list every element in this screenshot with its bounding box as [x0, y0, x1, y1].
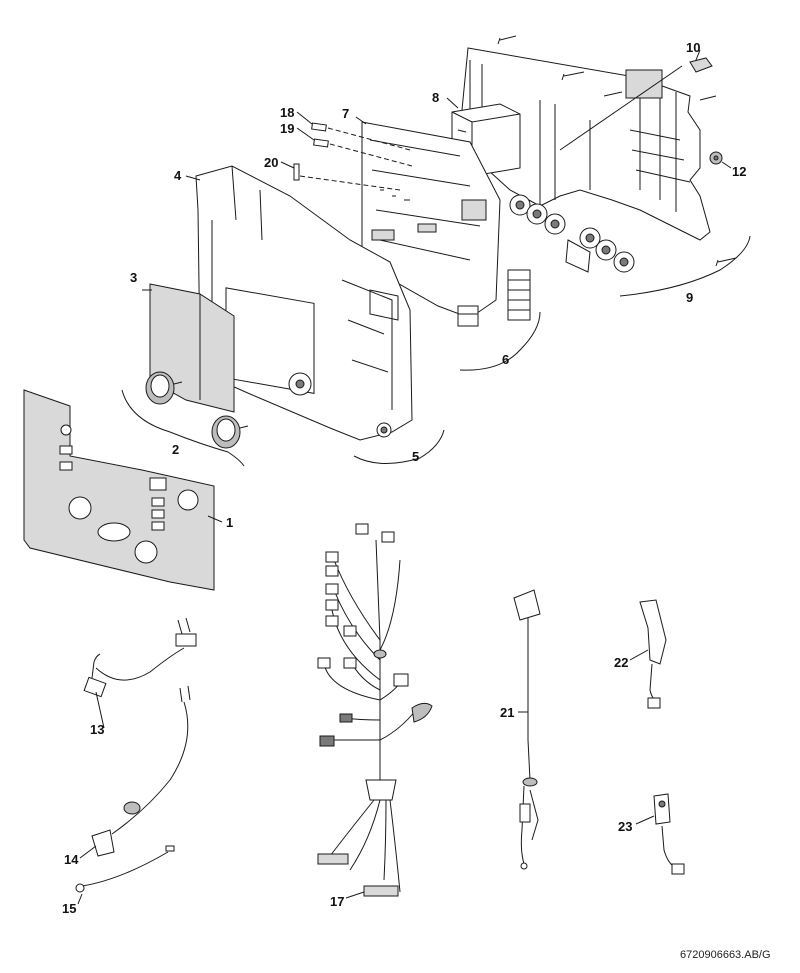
callout-13: 13 — [90, 722, 104, 737]
part-1-front-fascia — [23, 389, 215, 591]
part-10-clip — [559, 57, 713, 151]
bracket-6 — [459, 311, 541, 371]
callout-20: 20 — [264, 155, 278, 170]
bracket-5 — [353, 429, 445, 465]
part-7-circuit-board — [361, 121, 501, 319]
callout-19: 19 — [280, 121, 294, 136]
part-13-cable — [83, 617, 197, 698]
callout-22: 22 — [614, 655, 628, 670]
part-23-sensor — [653, 793, 685, 875]
part-9-rear-bracket — [461, 35, 737, 273]
part-12-grommet — [709, 151, 723, 165]
callout-10: 10 — [686, 40, 700, 55]
callout-17: 17 — [330, 894, 344, 909]
callout-7: 7 — [342, 106, 349, 121]
part-6-terminal-blocks — [457, 269, 531, 327]
part-2-knobs — [145, 371, 249, 449]
callout-8: 8 — [432, 90, 439, 105]
part-14-cable — [91, 685, 191, 857]
bracket-2 — [121, 389, 245, 467]
callout-12: 12 — [732, 164, 746, 179]
callout-18: 18 — [280, 105, 294, 120]
reference-code: 6720906663.AB/G — [680, 949, 771, 961]
callout-9: 9 — [686, 290, 693, 305]
callout-5: 5 — [412, 449, 419, 464]
callout-4: 4 — [174, 168, 182, 183]
bracket-9 — [619, 235, 751, 297]
part-21-sensor-lead — [513, 589, 541, 870]
part-18-fuse — [311, 122, 411, 151]
callout-6: 6 — [502, 352, 509, 367]
callout-1: 1 — [226, 515, 233, 530]
callout-21: 21 — [500, 705, 514, 720]
connector-row — [509, 194, 635, 273]
part-17-wiring-harness — [317, 523, 433, 897]
part-20-pin — [293, 163, 401, 191]
part-15-earth-lead — [75, 845, 175, 893]
callout-15: 15 — [62, 901, 76, 916]
callout-23: 23 — [618, 819, 632, 834]
leader-lines — [77, 49, 732, 905]
part-22-sensor — [639, 599, 667, 709]
part-19-fuse — [313, 138, 413, 167]
callout-14: 14 — [64, 852, 79, 867]
callout-2: 2 — [172, 442, 179, 457]
callout-labels: 1 2 3 4 5 6 7 8 9 10 12 13 14 15 17 18 1… — [62, 40, 746, 916]
callout-3: 3 — [130, 270, 137, 285]
